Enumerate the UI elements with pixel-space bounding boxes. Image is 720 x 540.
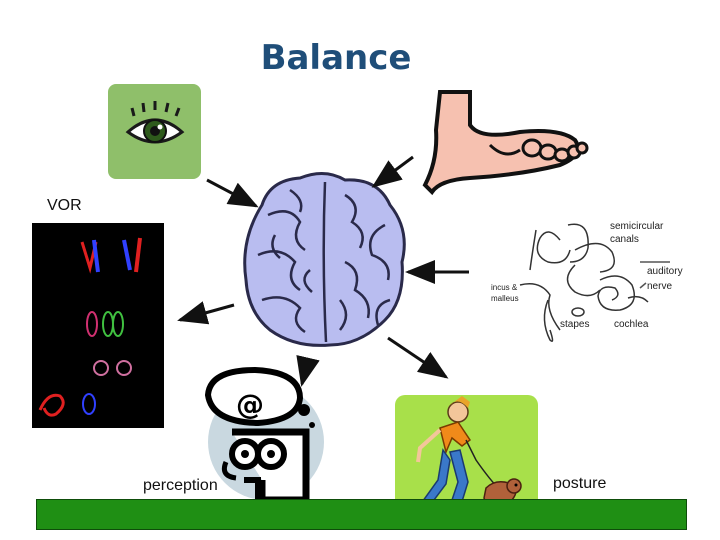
perception-label: perception: [143, 477, 218, 495]
brain-icon: [245, 173, 405, 345]
ear-label-nerve: nerve: [647, 281, 672, 292]
arrow-brain-to-posture: [388, 338, 446, 377]
ear-label-semicircular: semicircular: [610, 221, 664, 232]
ground-bar: [36, 499, 687, 530]
ear-label-incus: incus &: [491, 283, 518, 292]
person-walking-dog-icon: [395, 395, 538, 516]
arrow-foot-to-brain: [374, 157, 413, 186]
arrow-brain-to-vor: [180, 305, 234, 320]
vor-label: VOR: [47, 197, 82, 215]
foot-icon: [425, 92, 587, 192]
ear-label-malleus: malleus: [491, 294, 519, 303]
arrow-eye-to-brain: [207, 180, 256, 206]
thinking-head-icon: @: [208, 370, 324, 500]
ear-label-stapes: stapes: [560, 319, 589, 330]
ear-label-canals: canals: [610, 234, 639, 245]
ear-labels: semicircular canals auditory nerve incus…: [491, 221, 683, 330]
arrow-brain-to-perception: [302, 358, 308, 384]
eye-icon: [108, 84, 201, 179]
ear-label-cochlea: cochlea: [614, 319, 649, 330]
vor-eye-movement-panel: [32, 223, 164, 428]
ear-label-auditory: auditory: [647, 266, 683, 277]
svg-text:@: @: [236, 388, 264, 421]
posture-label: posture: [553, 475, 606, 493]
